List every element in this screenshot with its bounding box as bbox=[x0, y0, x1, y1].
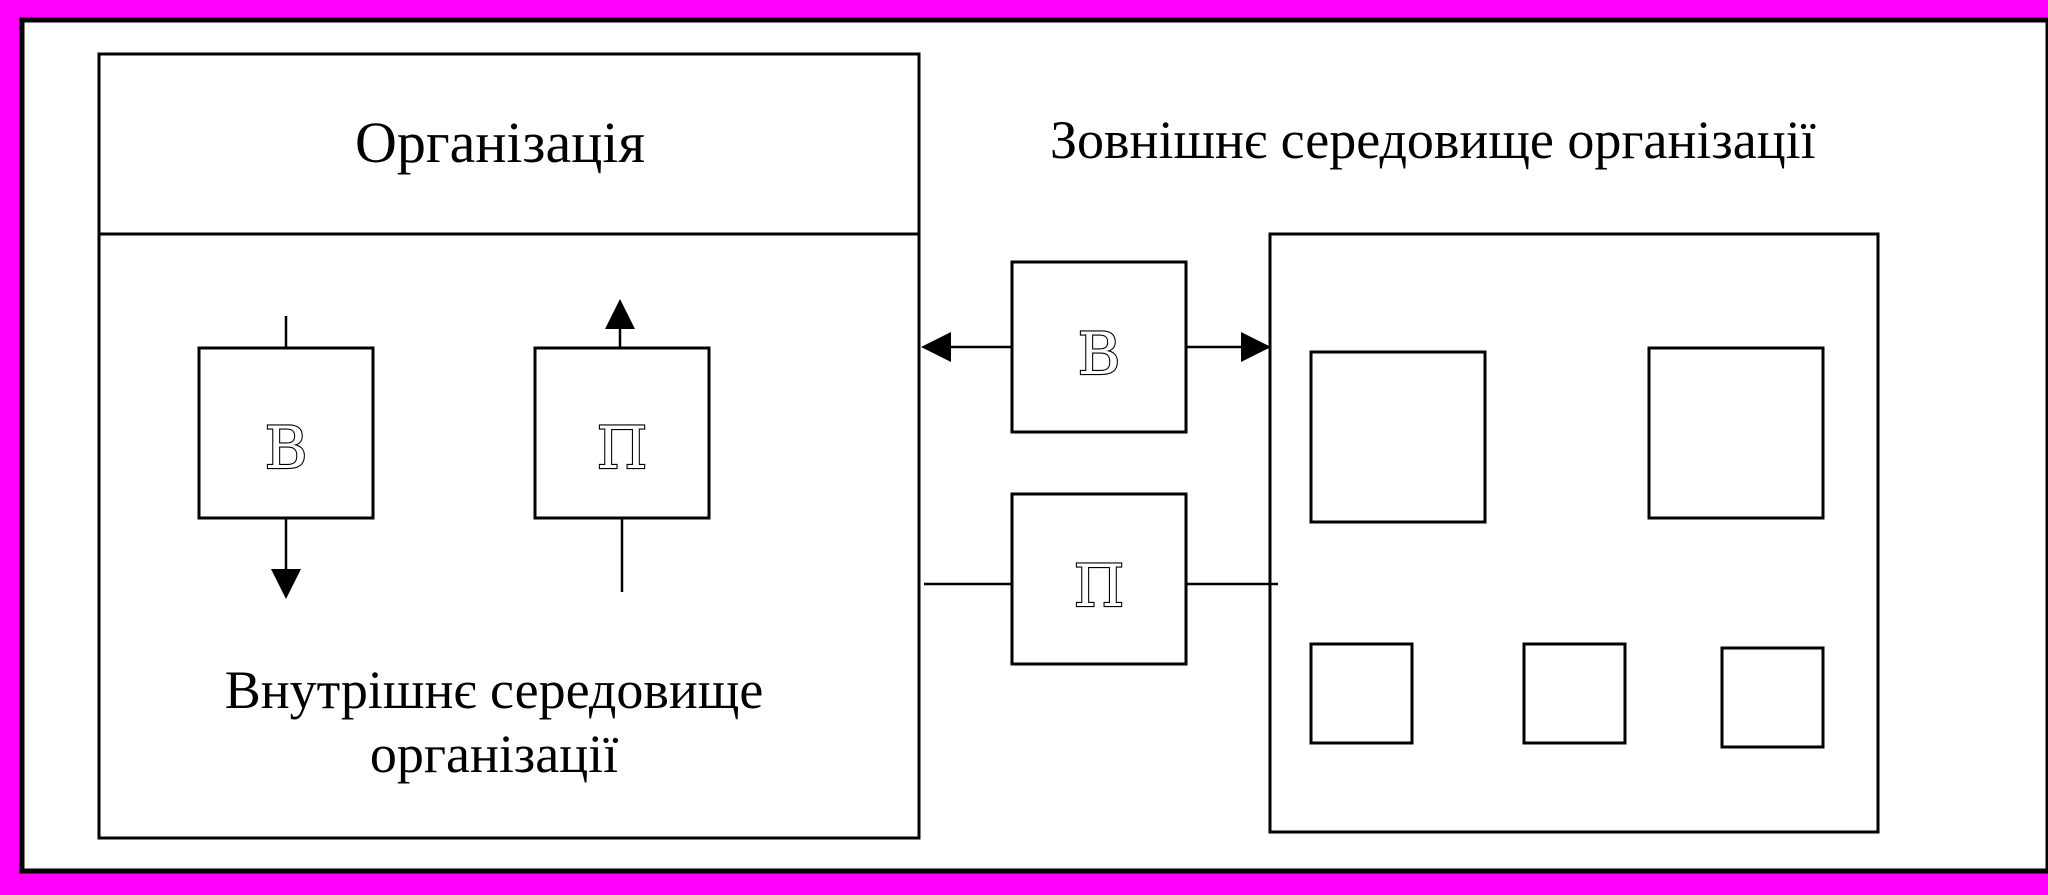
organization-box: Організація В П Внутрішнє середовище орг… bbox=[97, 52, 921, 840]
external-output-exchange: П bbox=[924, 492, 1278, 666]
internal-input-block: В bbox=[197, 316, 375, 599]
internal-input-letter: В bbox=[265, 414, 308, 482]
internal-environment-label-line1: Внутрішнє середовище bbox=[225, 660, 764, 720]
external-input-exchange: В bbox=[921, 260, 1271, 434]
external-input-letter: В bbox=[1078, 320, 1121, 388]
external-factor-small-3 bbox=[1720, 646, 1825, 749]
external-environment-title: Зовнішнє середовище організації bbox=[1050, 110, 1816, 170]
diagram-panel bbox=[19, 17, 2048, 874]
organization-title: Організація bbox=[355, 110, 645, 175]
external-factor-large-2 bbox=[1647, 346, 1825, 520]
external-factor-large-1 bbox=[1309, 350, 1487, 524]
external-factor-small-2 bbox=[1522, 642, 1627, 745]
internal-environment-label-line2: організації bbox=[370, 724, 618, 784]
external-environment-box bbox=[1268, 232, 1880, 834]
external-factor-small-1 bbox=[1309, 642, 1414, 745]
internal-output-block: П bbox=[533, 299, 711, 592]
external-output-letter: П bbox=[1074, 552, 1125, 620]
internal-output-letter: П bbox=[597, 414, 648, 482]
